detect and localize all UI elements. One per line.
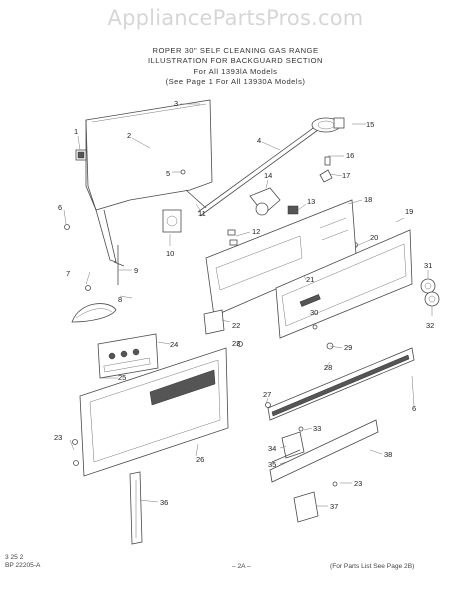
callout-37: 37 — [330, 502, 338, 511]
callout-6b: 6 — [412, 404, 416, 413]
callout-1: 1 — [74, 127, 78, 136]
callout-20: 20 — [370, 233, 378, 242]
door-handle-part — [267, 347, 415, 421]
callout-8: 8 — [118, 295, 122, 304]
callout-12: 12 — [252, 227, 260, 236]
clip-part — [113, 245, 125, 285]
callout-10: 10 — [166, 249, 174, 258]
callout-33: 33 — [313, 424, 321, 433]
callout-13: 13 — [307, 197, 315, 206]
callout-5: 5 — [166, 169, 170, 178]
callout-28: 28 — [324, 363, 332, 372]
callout-29: 29 — [344, 343, 352, 352]
callout-3: 3 — [174, 99, 178, 108]
callout-7: 7 — [66, 269, 70, 278]
diagram-subtitle: ILLUSTRATION FOR BACKGUARD SECTION — [147, 56, 324, 65]
callout-32: 32 — [426, 321, 434, 330]
callout-26: 26 — [196, 455, 204, 464]
callout-38: 38 — [384, 450, 392, 459]
document-id: BP 22205-A — [5, 562, 41, 569]
diagram-title: ROPER 30" SELF CLEANING GAS RANGE — [152, 46, 319, 55]
callout-11: 11 — [198, 209, 206, 218]
callout-18: 18 — [364, 195, 372, 204]
callout-16: 16 — [346, 151, 354, 160]
window-frame-part — [79, 347, 229, 477]
callout-23c: 23 — [354, 479, 362, 488]
control-plate-part — [97, 333, 159, 379]
leader-lines — [63, 103, 433, 507]
watermark: AppliancePartsPros.com — [107, 6, 364, 30]
callout-36: 36 — [160, 498, 168, 507]
model-reference-note: (See Page 1 For All 13930A Models) — [165, 77, 306, 86]
callout-22: 22 — [232, 321, 240, 330]
hinge-bracket-part — [271, 431, 305, 463]
callout-30: 30 — [310, 308, 318, 317]
callout-25: 25 — [118, 373, 126, 382]
callout-27: 27 — [263, 390, 271, 399]
knob-part — [420, 278, 440, 307]
rod-part — [185, 189, 207, 209]
trim-panel-part — [275, 229, 413, 339]
callout-23b: 23 — [54, 433, 62, 442]
callout-labels: 1 2 3 4 5 6 6 7 8 9 10 11 12 13 14 15 16… — [54, 99, 434, 511]
callout-4: 4 — [257, 136, 261, 145]
callout-14: 14 — [264, 171, 272, 180]
page-number: – 2A – — [232, 563, 251, 570]
callout-35: 35 — [268, 460, 276, 469]
timer-assembly-part — [162, 209, 182, 233]
callout-17: 17 — [342, 171, 350, 180]
callout-24: 24 — [170, 340, 178, 349]
callout-23: 23 — [232, 339, 240, 348]
switch-part — [249, 187, 281, 216]
fastener-part — [319, 156, 333, 183]
callout-21: 21 — [306, 275, 314, 284]
side-bracket-part — [129, 471, 143, 545]
callout-6: 6 — [58, 203, 62, 212]
mounting-bracket-part — [293, 491, 319, 523]
parts-list-reference: (For Parts List See Page 2B) — [330, 563, 415, 570]
callout-2: 2 — [127, 131, 131, 140]
terminal-block-part — [287, 205, 299, 215]
trim-strip-part — [269, 419, 379, 483]
callout-19: 19 — [405, 207, 413, 216]
callout-34: 34 — [268, 444, 276, 453]
wire-harness-part — [71, 303, 117, 323]
gasket-part — [203, 309, 225, 335]
callout-31: 31 — [424, 261, 432, 270]
model-note: For All 1393lA Models — [193, 67, 278, 76]
callout-15: 15 — [366, 120, 374, 129]
bracket-part — [75, 149, 87, 161]
callout-9: 9 — [134, 266, 138, 275]
date-code: 3 25 2 — [5, 554, 24, 561]
retainer-clips-part — [227, 229, 238, 246]
manifold-tube-part — [197, 117, 345, 217]
back-panel-part — [85, 99, 213, 263]
